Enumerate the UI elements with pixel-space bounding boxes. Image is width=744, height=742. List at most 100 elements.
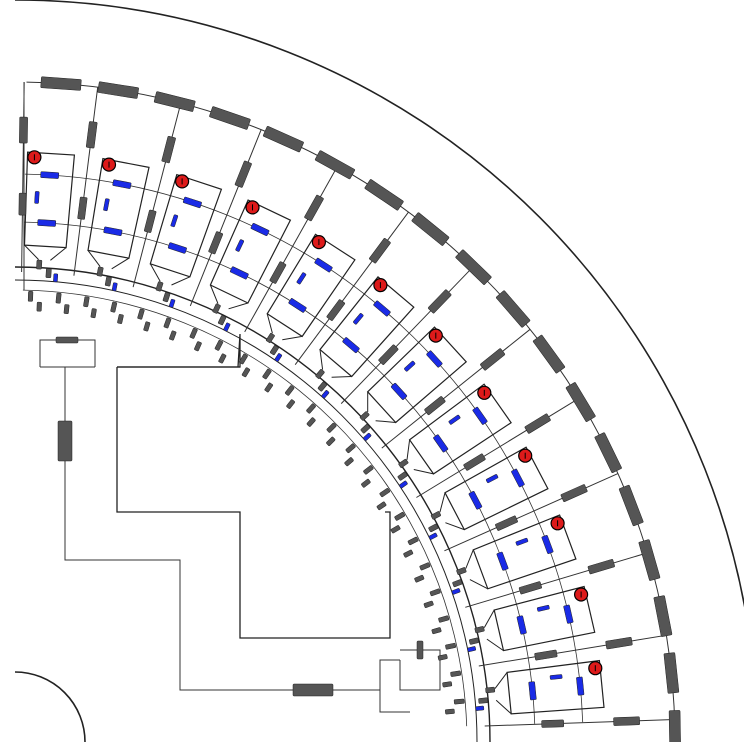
winding-wire-inner <box>24 221 536 724</box>
slot-neck <box>439 492 465 531</box>
stator-slot <box>149 173 223 278</box>
winding-resistor <box>34 191 40 204</box>
slot-opening-resistor <box>397 471 408 481</box>
tooth-resistor <box>161 135 176 164</box>
rotor-surface-resistor <box>55 292 62 304</box>
winding-resistor <box>511 468 525 488</box>
winding-resistor <box>496 551 509 571</box>
tooth-resistor <box>378 344 399 365</box>
slot-opening-resistor <box>96 266 104 277</box>
airgap-resistor <box>223 322 231 332</box>
winding-resistor <box>112 179 132 189</box>
winding-wire-outer <box>24 173 584 723</box>
tooth-wire <box>465 552 648 608</box>
stator-slots <box>23 151 605 715</box>
tooth-resistor <box>77 196 88 220</box>
stator-slot <box>23 151 76 249</box>
airgap-resistor <box>111 282 118 292</box>
yoke-resistor <box>364 179 404 211</box>
rotor-surface-resistor <box>437 654 448 661</box>
tooth-resistor <box>463 453 486 471</box>
tooth-wire <box>73 87 99 276</box>
airgap-resistor <box>168 298 176 308</box>
slot-opening-resistor <box>217 315 227 326</box>
slot-opening-resistor <box>104 276 112 287</box>
winding-resistor <box>426 350 443 368</box>
slot-neck <box>266 313 303 341</box>
yoke-resistor <box>40 76 82 91</box>
winding-resistor <box>342 337 360 354</box>
slot-opening-resistor <box>315 369 325 379</box>
slot-opening-resistor <box>36 259 43 270</box>
tooth-resistor <box>369 238 391 264</box>
rotor-surface-resistor <box>143 321 151 332</box>
airgap-resistor <box>363 432 372 441</box>
winding-resistor <box>549 674 563 680</box>
rotor-surface-resistor <box>344 457 354 467</box>
section-outlines <box>14 0 744 742</box>
airgap-resistor <box>321 390 330 399</box>
yoke-resistor <box>668 710 681 742</box>
rotor-surface-resistor <box>379 488 391 498</box>
rotor-surface-resistor <box>214 339 224 351</box>
winding-resistor <box>103 226 123 237</box>
winding-resistor <box>390 382 408 400</box>
winding-resistor <box>541 535 554 554</box>
tooth-resistor <box>144 209 157 233</box>
yoke-resistor <box>653 595 673 637</box>
tooth-resistor <box>85 121 98 149</box>
airgap-arc-outer <box>14 266 491 742</box>
slot-neck <box>406 439 434 475</box>
yoke-resistor <box>532 334 566 374</box>
rotor-surface-resistor <box>442 681 453 688</box>
winding-resistor <box>353 313 364 325</box>
airgap-resistor <box>467 646 476 652</box>
rotor-surface-resistor <box>83 296 90 308</box>
winding-resistor <box>433 434 449 453</box>
slot-opening-resistor <box>478 697 489 704</box>
rotor-surface-resistor <box>241 367 251 378</box>
winding-resistor <box>235 239 245 252</box>
winding-resistor <box>314 257 333 273</box>
tooth-wire <box>484 719 675 727</box>
yoke-resistor <box>618 484 644 527</box>
airgap-resistor <box>274 353 283 362</box>
tooth-resistor <box>605 636 633 650</box>
slot-opening-resistor <box>398 458 409 468</box>
bottom-end-box <box>399 649 441 691</box>
tooth-wire <box>381 328 531 449</box>
rotor-surface-resistor <box>169 330 177 341</box>
slot-opening-resistor <box>359 411 370 421</box>
slot-neck <box>465 549 489 590</box>
rotor-surface-resistor <box>326 436 336 446</box>
heat-source-nodes <box>27 150 603 676</box>
tooth-resistor <box>304 194 324 222</box>
tooth-resistor <box>560 484 588 502</box>
rotor-surface-resistor <box>403 549 414 558</box>
rotor-surface-resistor <box>394 511 406 521</box>
winding-resistor <box>288 298 307 313</box>
slot-opening-resistor <box>155 281 164 292</box>
yoke-resistor <box>314 150 356 180</box>
winding-resistor <box>515 537 529 546</box>
yoke-resistor <box>97 81 139 99</box>
rotor-surface-resistor <box>453 698 465 705</box>
yoke-resistor <box>455 249 492 285</box>
rotor-surface-resistor <box>326 422 337 433</box>
rotor-surface-resistor <box>419 562 431 571</box>
rotor-surface-resistor <box>363 465 374 475</box>
slot-neck <box>149 263 191 286</box>
tooth-wire <box>294 211 409 365</box>
tooth-wire <box>21 82 25 273</box>
yoke-resistor <box>209 106 251 130</box>
shaft-arc <box>14 671 86 742</box>
slot-opening-resistor <box>265 332 275 344</box>
rotor-wire-path <box>64 367 400 691</box>
slot-opening-resistor <box>212 303 221 314</box>
outer-housing-arc <box>14 0 744 609</box>
winding-resistor <box>167 242 187 254</box>
rotor-surface-resistor <box>218 353 227 364</box>
yoke-resistor <box>495 290 531 328</box>
tooth-resistor <box>427 289 452 314</box>
